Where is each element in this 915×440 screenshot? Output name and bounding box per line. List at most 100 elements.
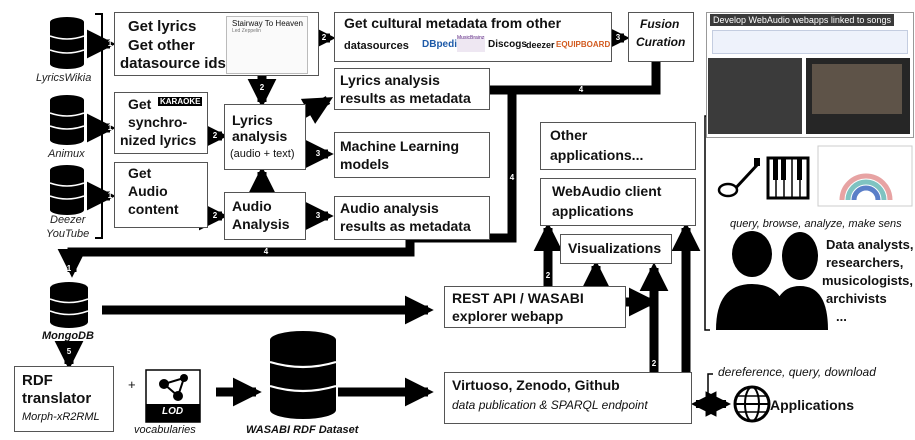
- fusion-1-label: Fusion: [640, 17, 680, 31]
- step-number: 5: [66, 347, 72, 356]
- other-apps-box: [540, 122, 696, 170]
- lyricswikia-db-icon: [49, 17, 85, 69]
- guitar-icon: [717, 158, 760, 198]
- visualizations-label: Visualizations: [568, 240, 662, 256]
- storage-arrows: [54, 222, 701, 407]
- audio-analysis-2-label: Analysis: [232, 216, 290, 232]
- webaudio-1-label: WebAudio client: [552, 183, 662, 199]
- lyrics-analysis-1-label: Lyrics: [232, 112, 273, 128]
- lyrics-analysis-3-label: (audio + text): [230, 148, 295, 160]
- equipboard-logo: EQUIPBOARD: [556, 40, 611, 49]
- plus-label: +: [128, 377, 136, 392]
- lyrics-analysis-box: [224, 104, 306, 170]
- audio-results-1-label: Audio analysis: [340, 200, 439, 216]
- users-2-label: researchers,: [826, 255, 904, 270]
- lyrics-results-box: [334, 68, 490, 110]
- step-number: 1: [107, 191, 113, 200]
- users-3-label: musicologists,: [822, 273, 914, 288]
- people-icon: [716, 231, 828, 330]
- query-caption: query, browse, analyze, make sens: [730, 218, 902, 230]
- dbpedia-logo: DBpedia: [422, 39, 463, 50]
- lyrics-results-2-label: results as metadata: [340, 90, 471, 106]
- users-4-label: archivists: [826, 291, 887, 306]
- lyrics-results-1-label: Lyrics analysis: [340, 72, 440, 88]
- get-other-ids-label: Get other: [128, 37, 195, 54]
- step-number: 3: [315, 149, 321, 158]
- audio-analysis-1-label: Audio: [232, 198, 272, 214]
- rest-2-label: explorer webapp: [452, 308, 564, 324]
- users-5-label: ...: [836, 309, 847, 324]
- get-audio-box: [114, 162, 208, 228]
- piano-icon: [766, 156, 810, 200]
- fusion-curation-box: [628, 12, 694, 62]
- ml-2-label: models: [340, 156, 390, 172]
- get-audio-2-label: Audio: [128, 183, 168, 199]
- step-number: 2: [212, 131, 218, 140]
- cultural-1-label: Get cultural metadata from other: [344, 15, 562, 31]
- rest-1-label: REST API / WASABI: [452, 290, 584, 306]
- chart-thumbnail-icon: [817, 145, 913, 207]
- screenshot-waveform: [712, 30, 908, 54]
- step-number: 2: [212, 211, 218, 220]
- lyrics-thumbnail: [226, 16, 308, 74]
- source-arrows: [86, 29, 116, 211]
- mongodb-label: MongoDB: [42, 330, 94, 342]
- users-1-label: Data analysts,: [826, 237, 914, 252]
- visualizations-box: [560, 234, 672, 264]
- step-number: 2: [321, 33, 327, 42]
- rdf-translator-box: [14, 366, 114, 432]
- lyricswikia-label: LyricsWikia: [36, 72, 92, 84]
- step-number: 2: [259, 83, 265, 92]
- fusion-2-label: Curation: [636, 35, 686, 49]
- webaudio-box: [540, 178, 696, 226]
- lyrics-thumbnail-artist: Led Zeppelin: [232, 28, 261, 34]
- deref-label: dereference, query, download: [718, 365, 876, 379]
- step-number: 2: [651, 359, 657, 368]
- step-number: 3: [615, 33, 621, 42]
- ml-models-box: [334, 132, 490, 178]
- step-number: 2: [545, 271, 551, 280]
- apps-bracket: [704, 115, 710, 331]
- deezer-db-icon: [49, 165, 85, 215]
- audio-results-2-label: results as metadata: [340, 218, 471, 234]
- animux-label: Animux: [48, 148, 85, 160]
- step-number: 1: [107, 39, 113, 48]
- lod-label: LOD: [162, 406, 184, 417]
- deezer-logo: deezer: [526, 40, 555, 50]
- lyrics-analysis-2-label: analysis: [232, 128, 288, 144]
- musicbrainz-logo: MusicBrainz: [457, 35, 485, 52]
- rdf-1-label: RDF: [22, 372, 53, 389]
- step-number: 4: [578, 85, 584, 94]
- rest-api-box: [444, 286, 626, 328]
- audio-analysis-box: [224, 192, 306, 240]
- vocabularies-label: vocabularies: [134, 424, 196, 436]
- get-sync-3-label: nized lyrics: [120, 132, 197, 148]
- deref-bracket: [707, 373, 713, 396]
- wasabi-dataset-label: WASABI RDF Dataset: [246, 424, 359, 436]
- discogs-logo: Discogs: [488, 39, 527, 50]
- get-audio-1-label: Get: [128, 165, 152, 181]
- applications-label: Applications: [770, 397, 855, 413]
- get-sync-1-label: Get: [128, 96, 152, 112]
- screenshot-left-app: [708, 58, 802, 134]
- virtuoso-1-label: Virtuoso, Zenodo, Github: [452, 377, 620, 393]
- audio-results-box: [334, 196, 490, 240]
- step-number: 4: [263, 247, 269, 256]
- screenshot-title: Develop WebAudio webapps linked to songs: [710, 14, 894, 27]
- karaoke-badge: KARAOKE: [158, 97, 203, 107]
- virtuoso-2-label: data publication & SPARQL endpoint: [452, 398, 648, 412]
- wasabi-rdf-dataset-icon: [269, 331, 337, 419]
- step-number: 1: [107, 123, 113, 132]
- get-sync-2-label: synchro-: [128, 114, 188, 130]
- step-number: 4: [509, 173, 515, 182]
- ml-1-label: Machine Learning: [340, 138, 460, 154]
- globe-icon: [733, 385, 771, 423]
- deezer-label: Deezer: [50, 214, 86, 226]
- get-lyrics-label: Get lyrics: [128, 18, 197, 35]
- get-audio-3-label: content: [128, 201, 179, 217]
- virtuoso-box: [444, 372, 692, 424]
- webaudio-2-label: applications: [552, 203, 634, 219]
- lyrics-thumbnail-title: Stairway To Heaven: [232, 19, 303, 28]
- rdf-3-label: Morph-xR2RML: [22, 411, 100, 423]
